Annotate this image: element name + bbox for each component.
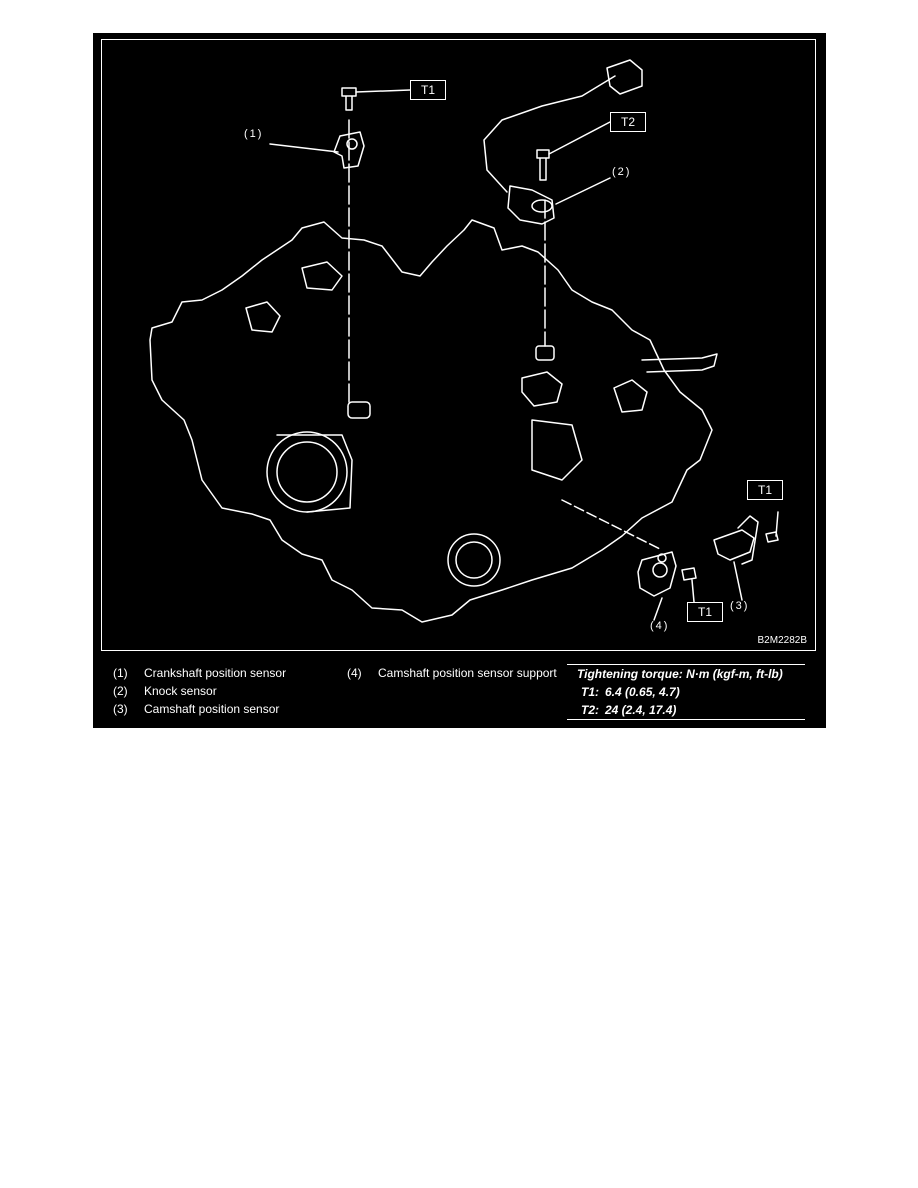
torque-heading: Tightening torque: N·m (kgf-m, ft-lb) [577, 667, 783, 681]
torque-rule-top [567, 664, 805, 665]
cam-sensor-support [637, 551, 677, 597]
callout-2: (2) [612, 166, 632, 178]
torque-tag-t1-crank: T1 [410, 80, 446, 100]
bolt-cam-support [681, 567, 697, 581]
legend-number: (2) [113, 684, 128, 698]
leader-cam-support [561, 499, 663, 551]
legend-number: (4) [347, 666, 362, 680]
diagram-figure: T1 T2 T1 T1 (1) (2) (3) (4) B2M2282B (1)… [93, 33, 826, 728]
torque-tag-t2: T2 [610, 112, 646, 132]
torque-row-t2-label: T2: [581, 703, 599, 717]
torque-row-t1-label: T1: [581, 685, 599, 699]
bolt-knock-sensor [536, 149, 550, 181]
crank-pulley-inner [276, 441, 338, 503]
crank-sensor [333, 131, 365, 169]
callout-3: (3) [730, 600, 750, 612]
torque-row-t2-value: 24 (2.4, 17.4) [605, 703, 677, 717]
callout-1: (1) [244, 128, 264, 140]
crank-pulley-outer [266, 431, 348, 513]
legend-label: Camshaft position sensor support [378, 666, 557, 680]
engine-illustration [149, 59, 779, 623]
legend-number: (1) [113, 666, 128, 680]
illustration-frame: T1 T2 T1 T1 (1) (2) (3) (4) B2M2282B [101, 39, 816, 651]
torque-tag-t1-cam: T1 [747, 480, 783, 500]
harness-connector [606, 59, 643, 95]
engine-block-outline [149, 219, 713, 623]
cam-sensor [713, 529, 755, 561]
figure-code: B2M2282B [757, 635, 807, 646]
legend-label: Crankshaft position sensor [144, 666, 287, 680]
legend-label: Knock sensor [144, 684, 217, 698]
legend-number: (3) [113, 702, 128, 716]
knock-sensor [507, 185, 555, 225]
callout-4: (4) [650, 620, 670, 632]
torque-row-t1-value: 6.4 (0.65, 4.7) [605, 685, 680, 699]
torque-tag-t1-support: T1 [687, 602, 723, 622]
intake-pipe [641, 353, 718, 373]
torque-rule-bottom [567, 719, 805, 720]
pulley-hub [276, 434, 353, 513]
knock-sensor-harness [483, 75, 616, 193]
timing-cover-opening [447, 533, 501, 587]
bolt-cam-sensor [765, 531, 779, 543]
bolt-crank-sensor [341, 87, 357, 111]
legend-label: Camshaft position sensor [144, 702, 280, 716]
